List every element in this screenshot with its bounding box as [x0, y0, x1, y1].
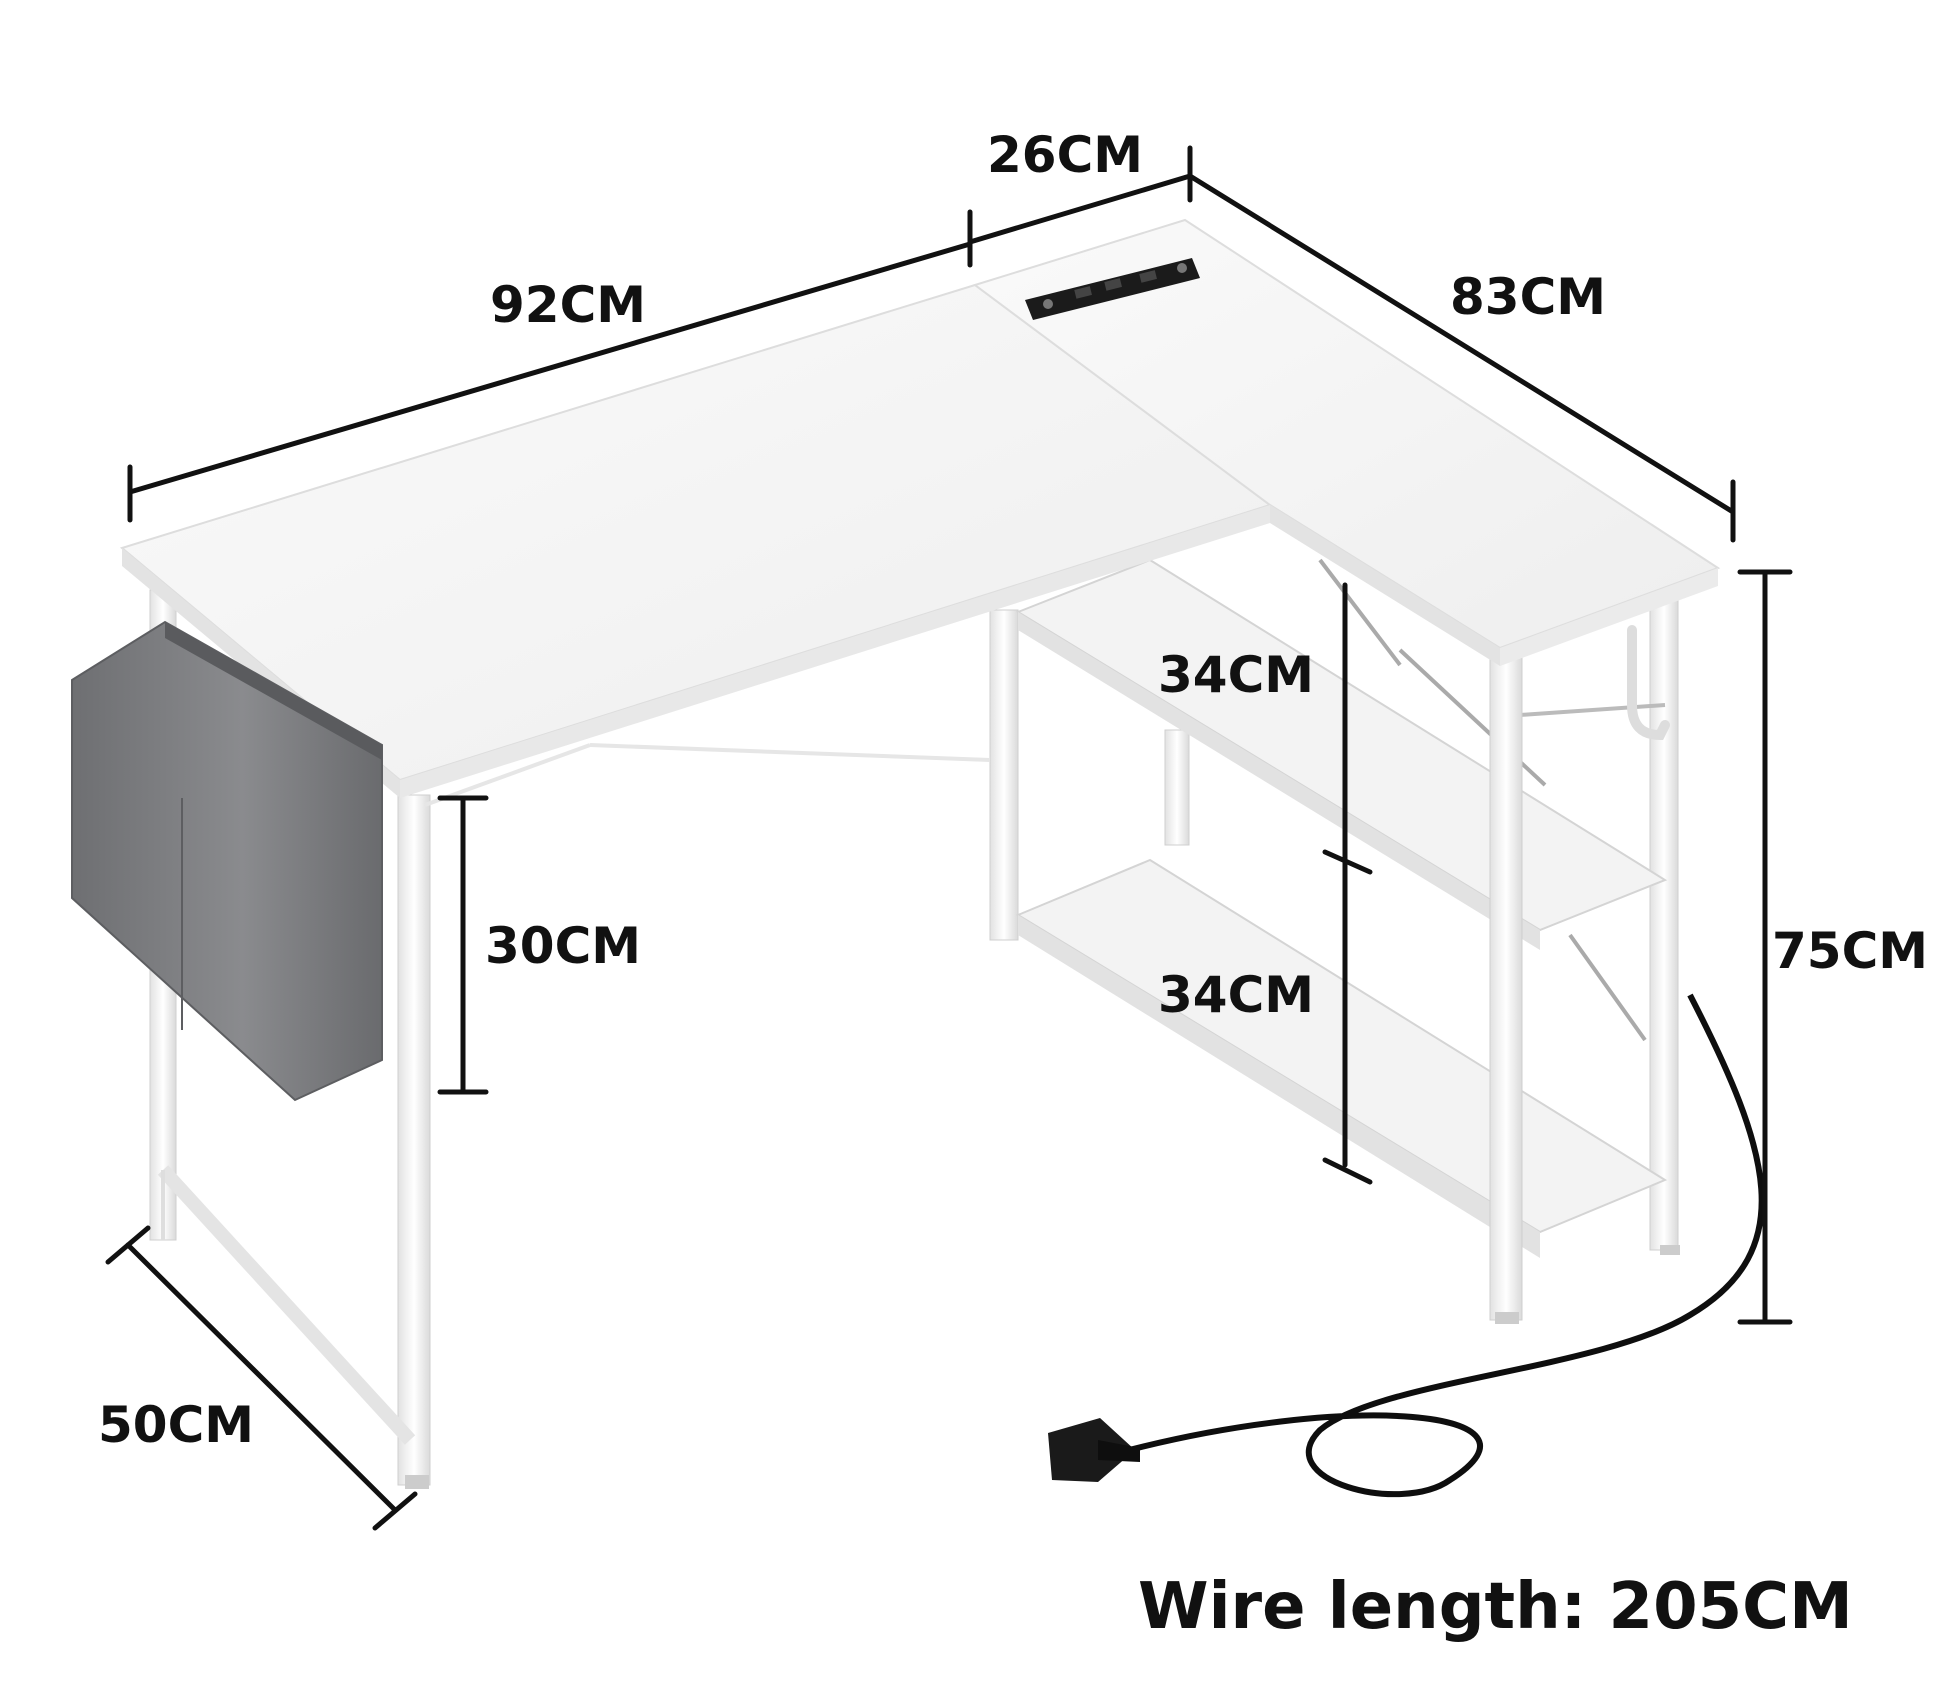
power-cable: [1109, 993, 1765, 1498]
back-leg: [1649, 594, 1679, 1251]
dimension-label-92cm: 92CM: [490, 276, 646, 334]
dimension-label-shelf-upper: 34CM: [1158, 646, 1314, 704]
left-front-leg: [397, 794, 431, 1486]
power-strip: [1025, 258, 1200, 320]
right-front-leg: [1489, 649, 1523, 1321]
dimension-label-30cm: 30CM: [485, 917, 641, 975]
storage-bag: [71, 620, 383, 1102]
dimension-label-50cm: 50CM: [98, 1396, 254, 1454]
dimension-label-83cm: 83CM: [1450, 268, 1606, 326]
dimension-label-26cm: 26CM: [987, 126, 1143, 184]
plug-icon: [1048, 1418, 1140, 1482]
dimension-lines: [105, 145, 1793, 1531]
dimension-label-75cm: 75CM: [1772, 922, 1928, 980]
dimension-label-shelf-lower: 34CM: [1158, 966, 1314, 1024]
l-shaped-desk-illustration: [71, 218, 1765, 1498]
wire-length-label: Wire length: 205CM: [1138, 1570, 1853, 1644]
middle-leg: [989, 609, 1019, 941]
